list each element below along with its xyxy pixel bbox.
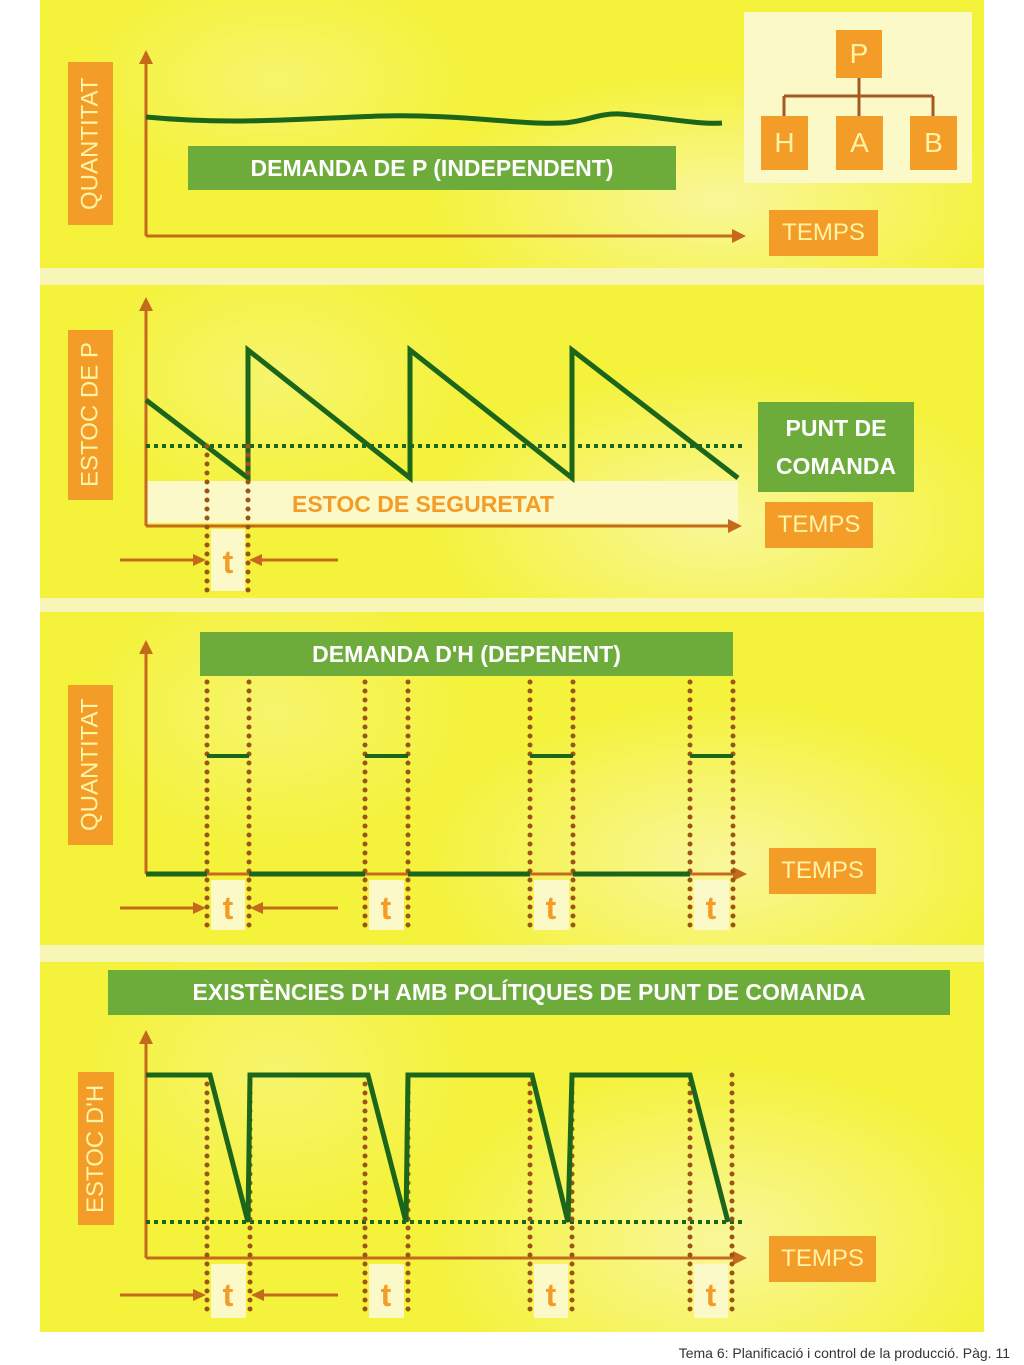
lead-time-label: t <box>223 544 234 580</box>
lead-time-label: t <box>381 1277 392 1313</box>
lead-time-strip <box>694 1264 728 1318</box>
stock-of-p-graph: t <box>120 297 746 595</box>
lead-time-arrowhead-right <box>193 554 206 566</box>
independent-demand-panel: QUANTITAT DEMANDA DE P (INDEPENDENT) TEM… <box>0 0 1024 268</box>
lead-time-label: t <box>546 1277 557 1313</box>
lead-time-label: t <box>381 890 392 926</box>
lead-time-strip <box>211 1264 246 1318</box>
stock-of-h-panel: t t t t EXISTÈNCIES D'H AMB POLÍTIQUES D… <box>0 962 1024 1332</box>
lead-time-strip <box>534 880 569 930</box>
x-axis-label: TEMPS <box>769 210 878 256</box>
safety-stock-band <box>146 481 738 523</box>
y-axis-label: ESTOC D'H <box>78 1072 114 1225</box>
x-axis-label: TEMPS <box>769 1236 876 1282</box>
demand-label: DEMANDA DE P (INDEPENDENT) <box>188 146 676 190</box>
lead-time-label: t <box>706 1277 717 1313</box>
safety-stock-label: ESTOC DE SEGURETAT <box>292 491 554 517</box>
lead-time-label: t <box>223 890 234 926</box>
stock-sawtooth <box>144 344 740 484</box>
lead-time-strip <box>694 880 729 930</box>
y-axis-arrowhead <box>139 297 153 311</box>
lead-time-strip <box>534 1264 568 1318</box>
dependent-demand-graph: t t t t <box>120 640 747 931</box>
independent-demand-graph <box>139 50 746 243</box>
page-footer: Tema 6: Planificació i control de la pro… <box>678 1345 1010 1361</box>
x-axis-arrowhead <box>728 519 742 533</box>
stock-policy-title: EXISTÈNCIES D'H AMB POLÍTIQUES DE PUNT D… <box>108 970 950 1015</box>
lead-time-arrowhead-left <box>249 554 262 566</box>
dependent-demand-panel: t t t t DEMANDA D'H (DEPENENT) QUANTITAT… <box>0 612 1024 945</box>
tree-node-child: B <box>910 116 957 170</box>
y-axis-label: QUANTITAT <box>68 685 113 845</box>
stock-of-p-panel: t ESTOC DE P ESTOC DE SEGURETAT PUNT DE … <box>0 285 1024 598</box>
lead-time-strip <box>211 529 245 591</box>
lead-time-arrowhead-left <box>251 1289 264 1301</box>
product-structure-tree: P H A B <box>744 12 972 183</box>
lead-time-arrowhead-right <box>193 1289 206 1301</box>
x-axis-arrowhead <box>733 1251 747 1265</box>
y-axis-arrowhead <box>139 1030 153 1044</box>
x-axis-label: TEMPS <box>769 848 876 894</box>
tree-node-root: P <box>836 30 882 78</box>
lead-time-arrowhead-left <box>250 902 263 914</box>
tree-connectors <box>782 78 935 116</box>
lead-time-label: t <box>546 890 557 926</box>
x-axis-arrowhead <box>732 229 746 243</box>
tree-node-child: A <box>836 116 883 170</box>
reorder-point-label: PUNT DE COMANDA <box>758 402 914 492</box>
tree-node-child: H <box>761 116 808 170</box>
lead-time-strip <box>369 880 404 930</box>
stock-of-h-graph: t t t t <box>120 1030 747 1321</box>
y-axis-label: QUANTITAT <box>68 62 113 225</box>
lead-time-arrowhead-right <box>193 902 206 914</box>
x-axis-arrowhead <box>733 867 747 881</box>
dependent-demand-title: DEMANDA D'H (DEPENENT) <box>200 632 733 676</box>
y-axis-arrowhead <box>139 640 153 654</box>
demand-curve <box>145 111 723 126</box>
lead-time-strip <box>369 1264 404 1318</box>
lead-time-strip <box>211 880 245 930</box>
stock-profile <box>146 1072 731 1223</box>
x-axis-label: TEMPS <box>765 502 873 548</box>
lead-time-label: t <box>706 890 717 926</box>
y-axis-label: ESTOC DE P <box>68 330 113 500</box>
y-axis-arrowhead <box>139 50 153 64</box>
lead-time-label: t <box>223 1277 234 1313</box>
